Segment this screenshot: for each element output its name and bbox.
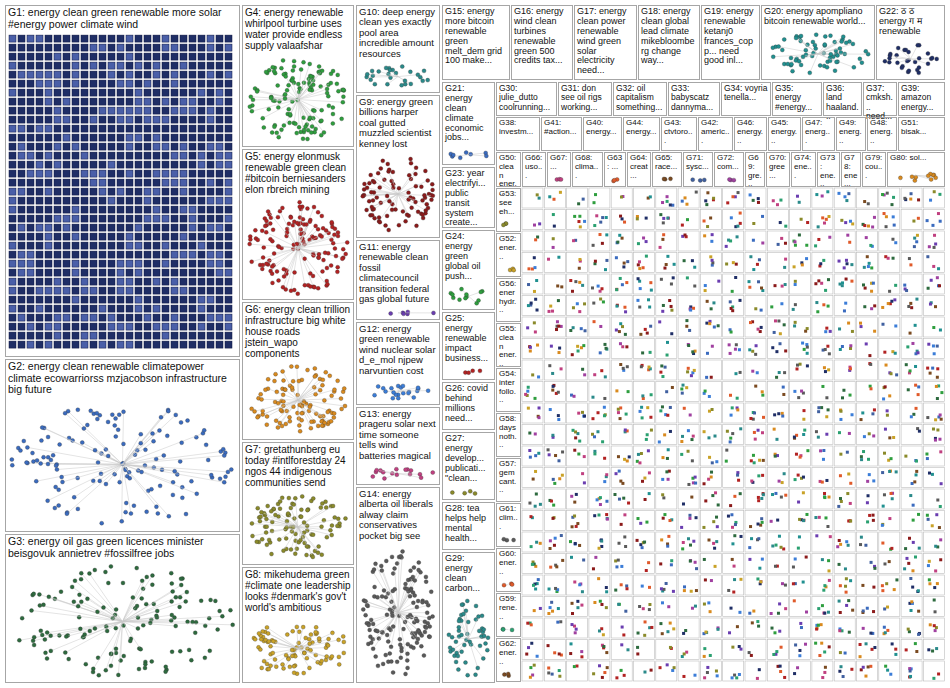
network-canvas: G1: energy clean green renewable more so… [0,0,950,688]
